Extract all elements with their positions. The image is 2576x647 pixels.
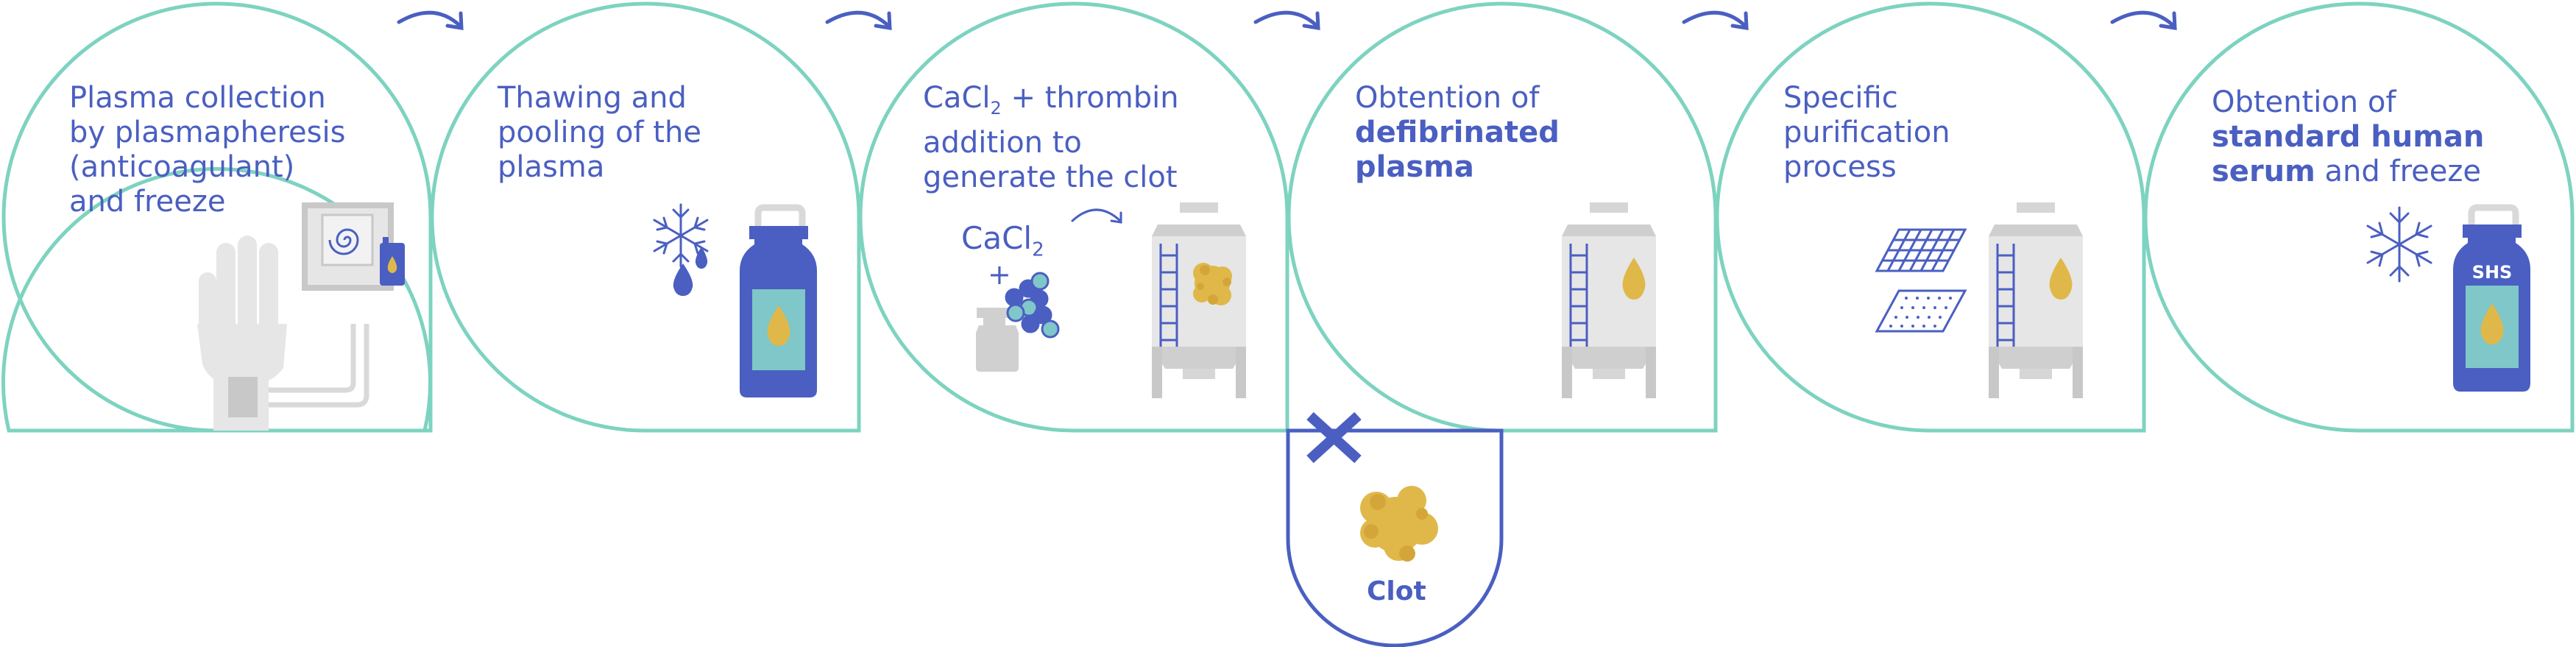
step-5-line: process <box>1783 150 1897 184</box>
step-5-line: purification <box>1783 116 1950 149</box>
step-6-line: Obtention of <box>2212 85 2396 119</box>
step-3-line: generate the clot <box>923 160 1178 194</box>
molecule-icon <box>1005 272 1060 339</box>
step-2-line: plasma <box>498 150 605 184</box>
arrow-icon <box>1253 10 1320 30</box>
clot-outline <box>1286 428 1504 647</box>
cacl2-sub: 2 <box>1032 238 1044 261</box>
step-6-line-rest: and freeze <box>2315 155 2481 188</box>
cacl2-main: CaCl <box>961 220 1033 256</box>
tank-icon <box>1150 201 1248 400</box>
water-drop-icon <box>673 247 708 296</box>
step-1-line: and freeze <box>69 185 226 219</box>
curved-arrow-icon <box>1071 208 1122 224</box>
arrow-icon <box>397 10 464 30</box>
step-2-label: Thawing and pooling of the plasma <box>498 81 701 185</box>
tank-icon <box>1560 201 1657 400</box>
step-3-outline <box>858 1 1289 433</box>
clot-label: Clot <box>1367 576 1426 607</box>
shs-bottle-icon: SHS <box>2453 204 2530 392</box>
plasmapheresis-icon <box>197 202 405 431</box>
step-1-line: (anticoagulant) <box>69 150 295 184</box>
step-1-label: Plasma collection by plasmapheresis (ant… <box>69 81 345 219</box>
step-2-outline <box>430 1 861 433</box>
step-5-line: Specific <box>1783 81 1898 115</box>
clot-icon <box>1360 486 1438 562</box>
step-1-outline <box>1 1 433 433</box>
snowflake-icon <box>653 203 709 268</box>
bottle-icon <box>740 204 817 397</box>
cacl2-label: CaCl2 <box>961 221 1044 267</box>
step-4-bold: plasma <box>1355 150 1474 184</box>
step-1-line: Plasma collection <box>69 81 326 115</box>
thrombin-text: + thrombin <box>1001 81 1179 115</box>
step-3-line: addition to <box>923 126 1082 160</box>
step-outlines <box>1 1 2575 433</box>
filter-mesh-icon <box>1875 228 1967 272</box>
step-4-line: Obtention of <box>1355 81 1540 115</box>
step-arrows <box>397 10 2177 30</box>
filter-membrane-icon <box>1875 289 1967 333</box>
step-3-label: CaCl2 + thrombin addition to generate th… <box>923 81 1179 195</box>
arrow-icon <box>825 10 892 30</box>
step-4-label: Obtention of defibrinated plasma <box>1355 81 1560 185</box>
cacl-subscript: 2 <box>990 98 1002 119</box>
plus-sign: + <box>988 258 1011 291</box>
step-2-line: pooling of the <box>498 116 701 149</box>
step-1-outline <box>1 166 432 433</box>
step-6-bold: standard human <box>2212 120 2485 154</box>
close-icon <box>1306 411 1362 464</box>
cacl-text: CaCl <box>923 81 991 115</box>
step-4-outline <box>1287 1 1718 433</box>
spray-bottle-icon <box>976 308 1019 372</box>
step-6-label: Obtention of standard human serum and fr… <box>2212 85 2484 189</box>
arrow-icon <box>2110 10 2177 30</box>
step-3-line: CaCl2 + thrombin <box>923 81 1179 126</box>
tank-icon <box>1987 201 2084 400</box>
step-4-bold: defibrinated <box>1355 116 1560 149</box>
step-6-bold: serum <box>2212 155 2315 188</box>
step-2-line: Thawing and <box>498 81 687 115</box>
step-5-outline <box>1715 1 2146 433</box>
step-1-line: by plasmapheresis <box>69 116 346 149</box>
step-5-label: Specific purification process <box>1783 81 1950 185</box>
snowflake-icon <box>2366 206 2432 283</box>
bottle-label: SHS <box>2472 262 2513 283</box>
arrow-icon <box>1682 10 1749 30</box>
step-6-outline <box>2143 1 2575 433</box>
